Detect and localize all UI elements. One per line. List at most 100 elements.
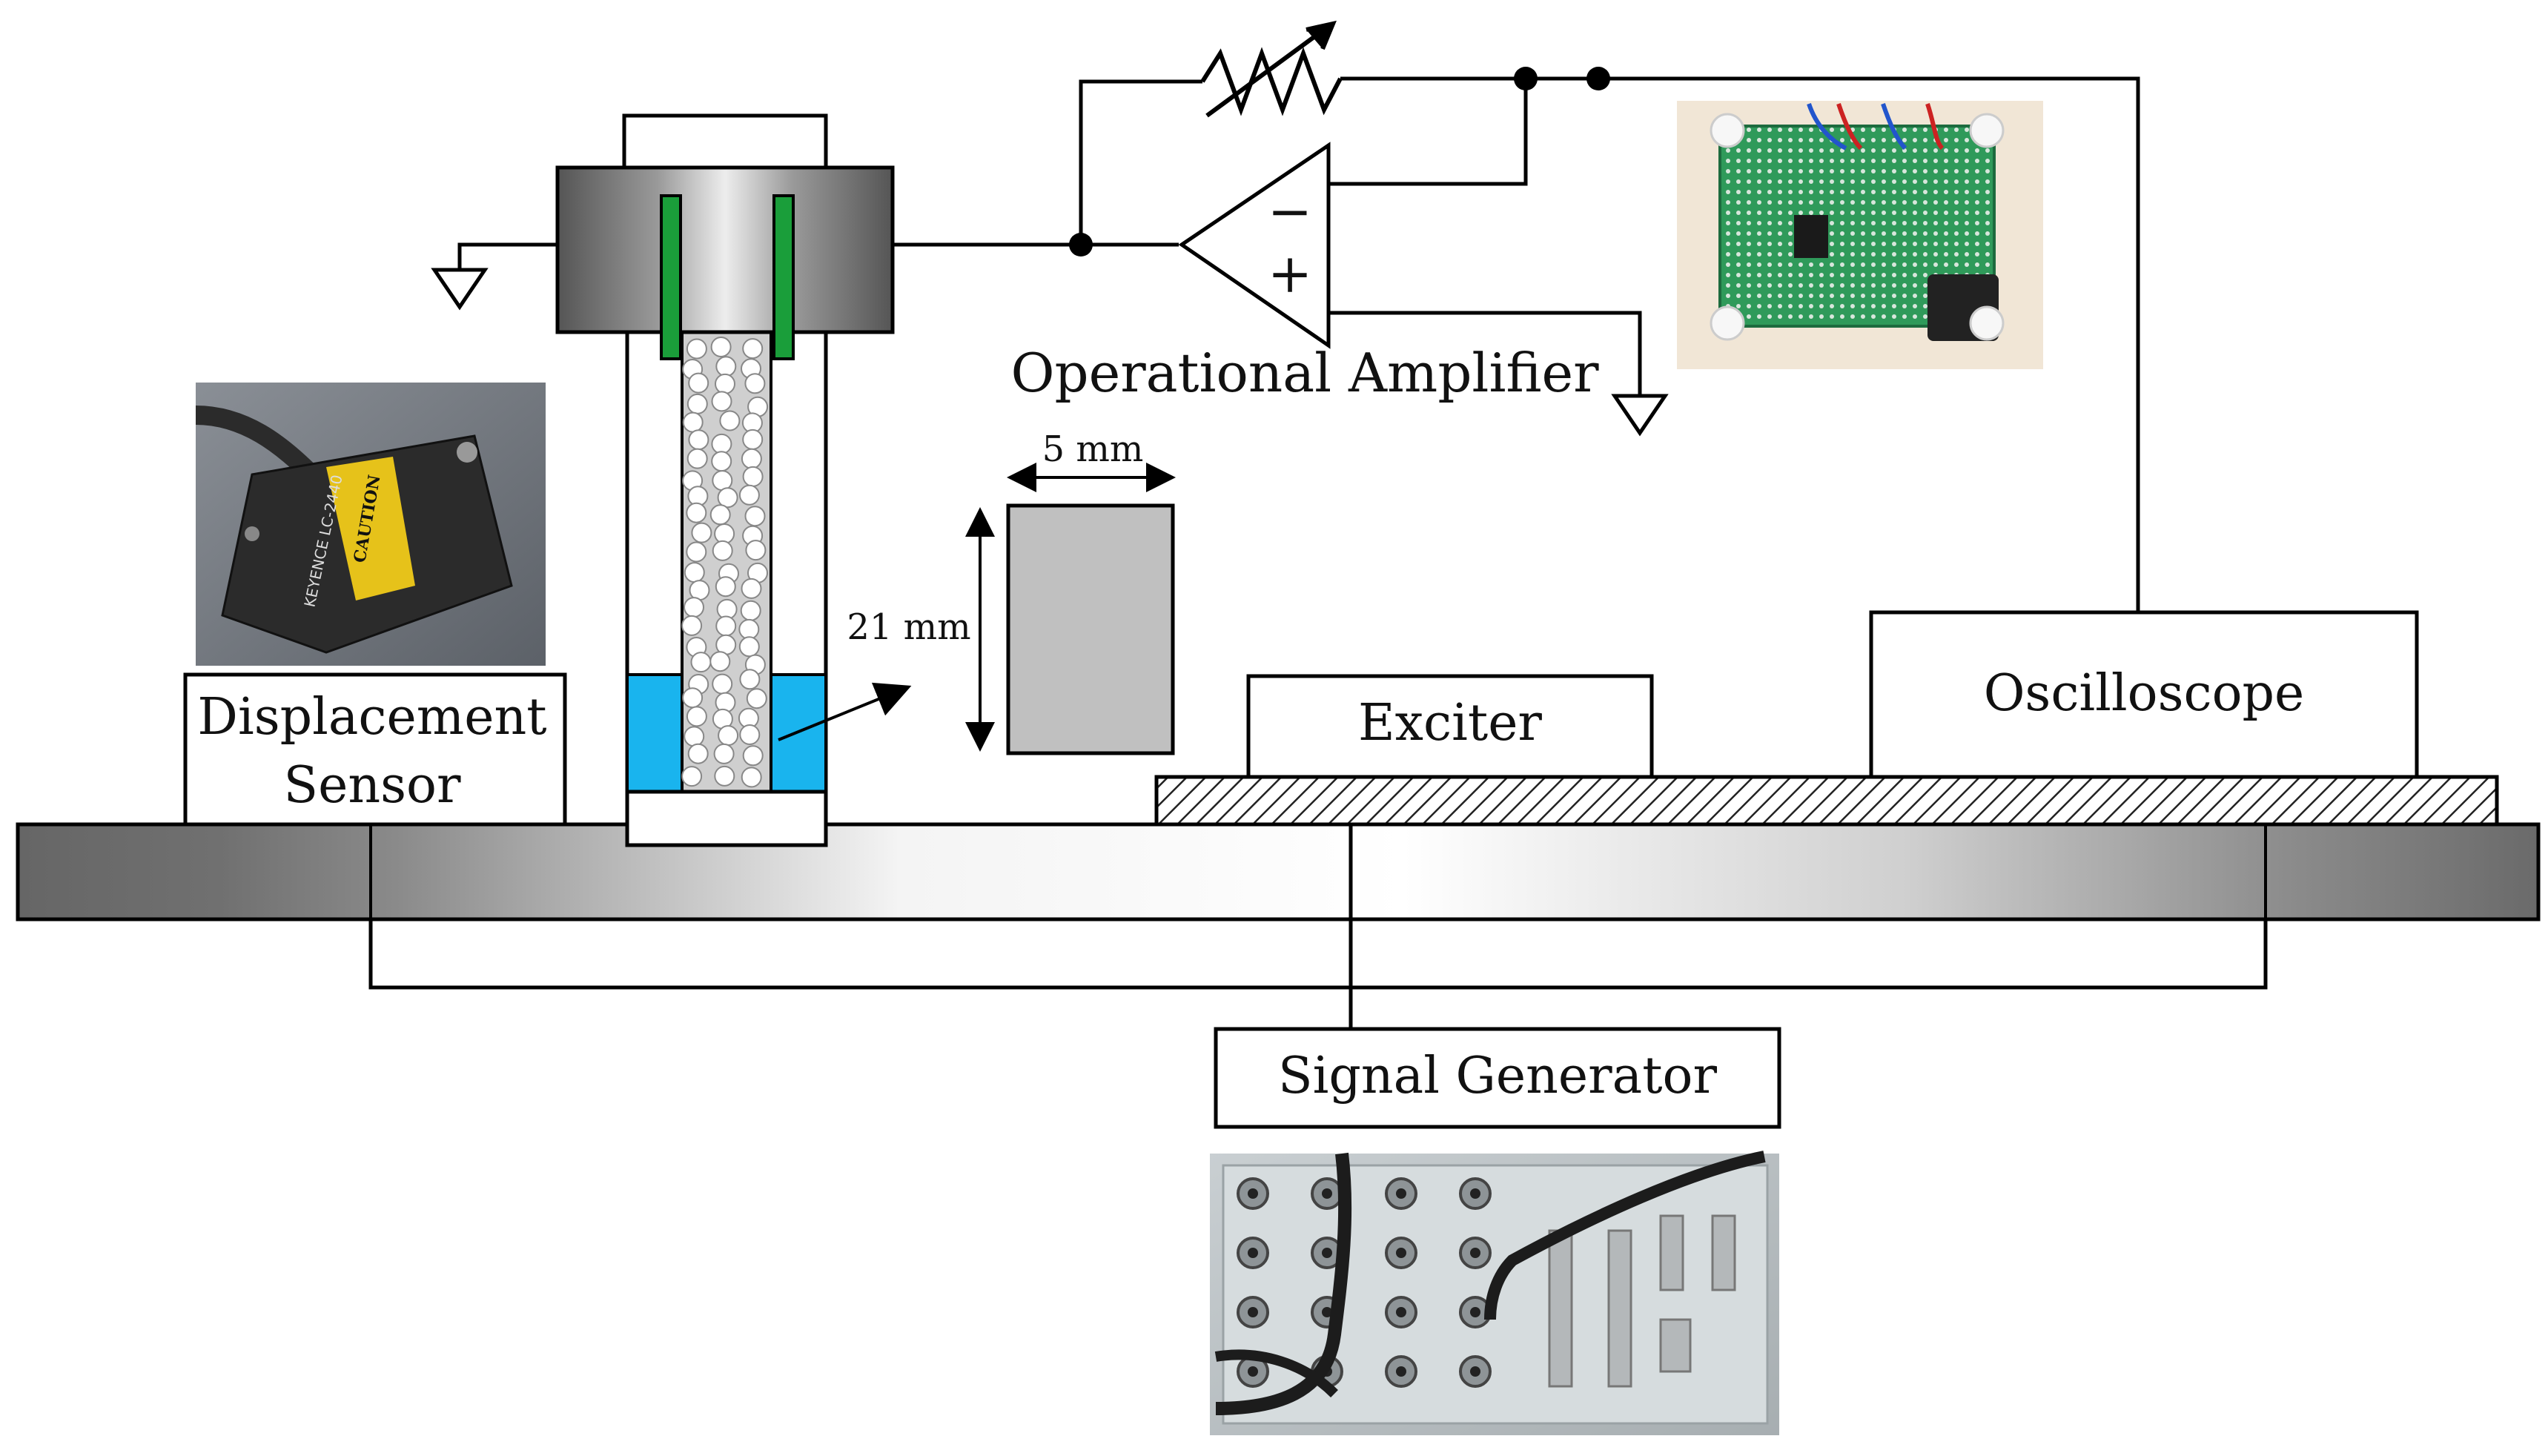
particle [712,673,733,695]
oscilloscope-box: Oscilloscope [1869,610,2419,779]
bnc-connector-pin [1248,1248,1258,1258]
particle [690,652,712,673]
particle [715,576,736,598]
electrode-clamp [555,165,895,334]
particle [742,428,764,450]
signal-generator-photo [1210,1151,1779,1435]
particle [688,429,709,451]
particle [712,540,733,561]
exciter-box: Exciter [1246,674,1654,779]
particle [686,541,707,563]
particle [742,745,764,767]
particle [741,767,762,788]
displacement-sensor-box: Displacement Sensor [183,672,567,827]
oscilloscope-label: Oscilloscope [1984,664,2305,723]
bnc-connector-pin [1470,1188,1480,1199]
er-cell-assembly [555,113,895,847]
particle [744,373,766,394]
particle [744,506,766,527]
particle [714,765,735,787]
particle [711,451,732,472]
bottom-cap [625,790,828,847]
particle [681,766,703,787]
particle [738,636,760,658]
particle [686,393,708,414]
particle [738,484,760,506]
particle [684,597,704,618]
bnc-connector-pin [1396,1366,1406,1377]
particle [688,372,709,394]
particle [717,487,738,509]
particle [711,433,732,454]
displacement-sensor-label-line2: Sensor [284,756,461,815]
particle [739,724,761,745]
particle [741,578,762,599]
bnc-connector-pin [1470,1307,1480,1317]
junction-nodes [1069,67,1610,257]
particle [742,466,764,487]
particle [719,410,741,431]
hatched-platform [1154,775,2499,827]
particle [686,502,707,523]
particle [713,743,735,764]
particle [715,615,737,637]
junction-node [1514,67,1538,90]
particle [710,337,732,357]
particle [691,522,712,543]
amplifier-circuit-photo [1677,101,2043,369]
particle [709,651,731,672]
bnc-connector-pin [1248,1188,1258,1199]
particle [746,688,767,709]
exciter-label: Exciter [1358,694,1542,752]
particle [739,669,761,690]
bnc-connector-pin [1396,1307,1406,1317]
particle [741,448,762,469]
particle [711,391,732,412]
opamp-minus-sign: − [1268,180,1312,242]
bnc-connector-pin [1470,1366,1480,1377]
signal-generator-label: Signal Generator [1278,1047,1717,1105]
particle [682,411,704,433]
particle [684,726,705,747]
arrow-icon [778,682,912,741]
operational-amplifier-label: Operational Amplifier [1010,342,1599,404]
particle [687,743,709,764]
particle [745,540,767,561]
particle [709,504,731,526]
displacement-sensor-label-line1: Displacement [197,688,546,747]
base-plate [16,822,2541,921]
particle [684,562,705,583]
sample-block [1006,503,1175,755]
ground-icon [1611,394,1669,437]
junction-node [1586,67,1610,90]
ground-icon [431,268,489,311]
electrode-left [660,194,682,360]
particle [681,615,703,636]
bnc-connector-pin [1322,1248,1332,1258]
top-cap [622,113,828,170]
bnc-connector-pin [1396,1248,1406,1258]
electrode-right [772,194,795,360]
particle [742,338,764,360]
particle [718,725,739,747]
particle [712,470,733,492]
bnc-connector-pin [1248,1366,1258,1377]
particle [682,687,704,709]
particle [715,356,737,377]
bnc-connector-pin [1248,1307,1258,1317]
particle [686,338,707,360]
particle [686,706,707,727]
particle [738,618,760,640]
particle [740,600,761,621]
bnc-connector-pin [1322,1188,1332,1199]
particle [714,523,735,544]
particle [686,448,708,469]
sample-dimension-detail: 5 mm 21 mm [847,428,1176,755]
variable-resistor-icon [1200,20,1343,118]
particle [715,373,735,394]
particles [681,337,769,788]
displacement-sensor-photo: CAUTION KEYENCE LC-2440 [195,383,546,666]
op-amp-icon: − + [1178,142,1331,349]
